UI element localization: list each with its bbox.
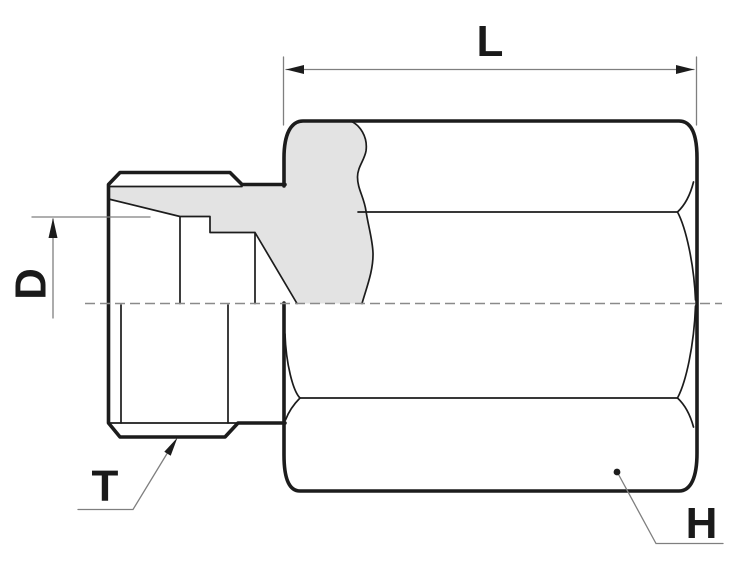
section-thread-profile [107,198,298,305]
label-diameter: D [7,268,56,300]
l-arrow-left [286,65,304,74]
l-arrow-right [676,65,694,74]
h-leader-dot [613,468,621,476]
detail-lines [107,120,697,428]
hex-corner-arcs-left [284,333,301,421]
label-thread: T [92,462,119,511]
break-line-wavy [349,120,374,305]
dimension-labels: L D T H [7,17,718,548]
section-fill [108,121,374,304]
t-leader-line [77,451,169,511]
d-arrow-up [48,218,58,238]
t-arrow [164,437,178,456]
label-hex: H [686,499,718,548]
h-leader-line [617,472,724,545]
arrowheads [48,65,694,476]
label-length: L [477,17,504,66]
hex-corner-arcs-right [676,181,697,428]
hex-body-outline [282,119,699,493]
thread-silhouette-lines [120,304,229,424]
part-outlines [106,119,699,493]
